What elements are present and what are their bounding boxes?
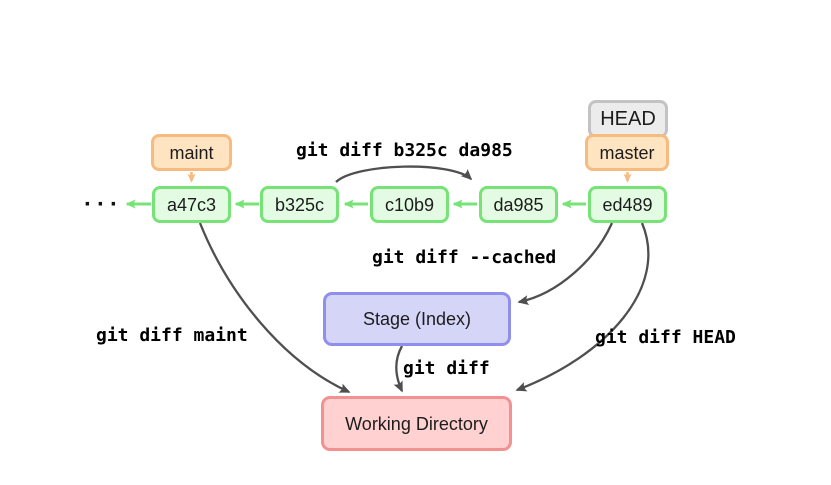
commit-node: da985 (479, 186, 558, 223)
diff-arrow-b325c-da985 (335, 165, 473, 183)
commit-id-label: c10b9 (384, 194, 435, 215)
stage-index-label: Stage (Index) (362, 309, 472, 329)
commit-id-label: a47c3 (166, 194, 217, 215)
command-label-diff-range: git diff b325c da985 (296, 140, 513, 161)
diff-arrow-ed489-working (515, 222, 650, 392)
commit-id-label: b325c (274, 194, 325, 215)
commit-id-label: ed489 (602, 194, 653, 215)
working-directory-box: Working Directory (321, 396, 512, 451)
diff-arrow-stage-working (393, 345, 404, 393)
head-ref-label: HEAD (600, 108, 656, 130)
commit-id-label: da985 (493, 194, 544, 215)
head-ref-box: HEAD (588, 100, 668, 138)
diff-arrow-ed489-stage (517, 222, 614, 305)
stage-index-box: Stage (Index) (323, 292, 511, 346)
history-ellipsis: ··· (84, 191, 123, 218)
commit-node: ed489 (588, 186, 667, 223)
command-label-diff-head: git diff HEAD (595, 327, 736, 348)
commit-node: a47c3 (152, 186, 231, 223)
master-branch-label: master (599, 142, 655, 163)
master-branch-box: master (585, 134, 669, 171)
commit-node: c10b9 (370, 186, 449, 223)
commit-node: b325c (260, 186, 339, 223)
command-label-diff: git diff (403, 358, 490, 379)
command-label-diff-cached: git diff --cached (372, 247, 557, 268)
maint-branch-label: maint (169, 142, 214, 163)
command-label-diff-maint: git diff maint (96, 325, 248, 346)
diff-arrow-a47c3-working (198, 222, 351, 394)
working-directory-label: Working Directory (345, 413, 488, 434)
maint-branch-box: maint (151, 134, 232, 171)
